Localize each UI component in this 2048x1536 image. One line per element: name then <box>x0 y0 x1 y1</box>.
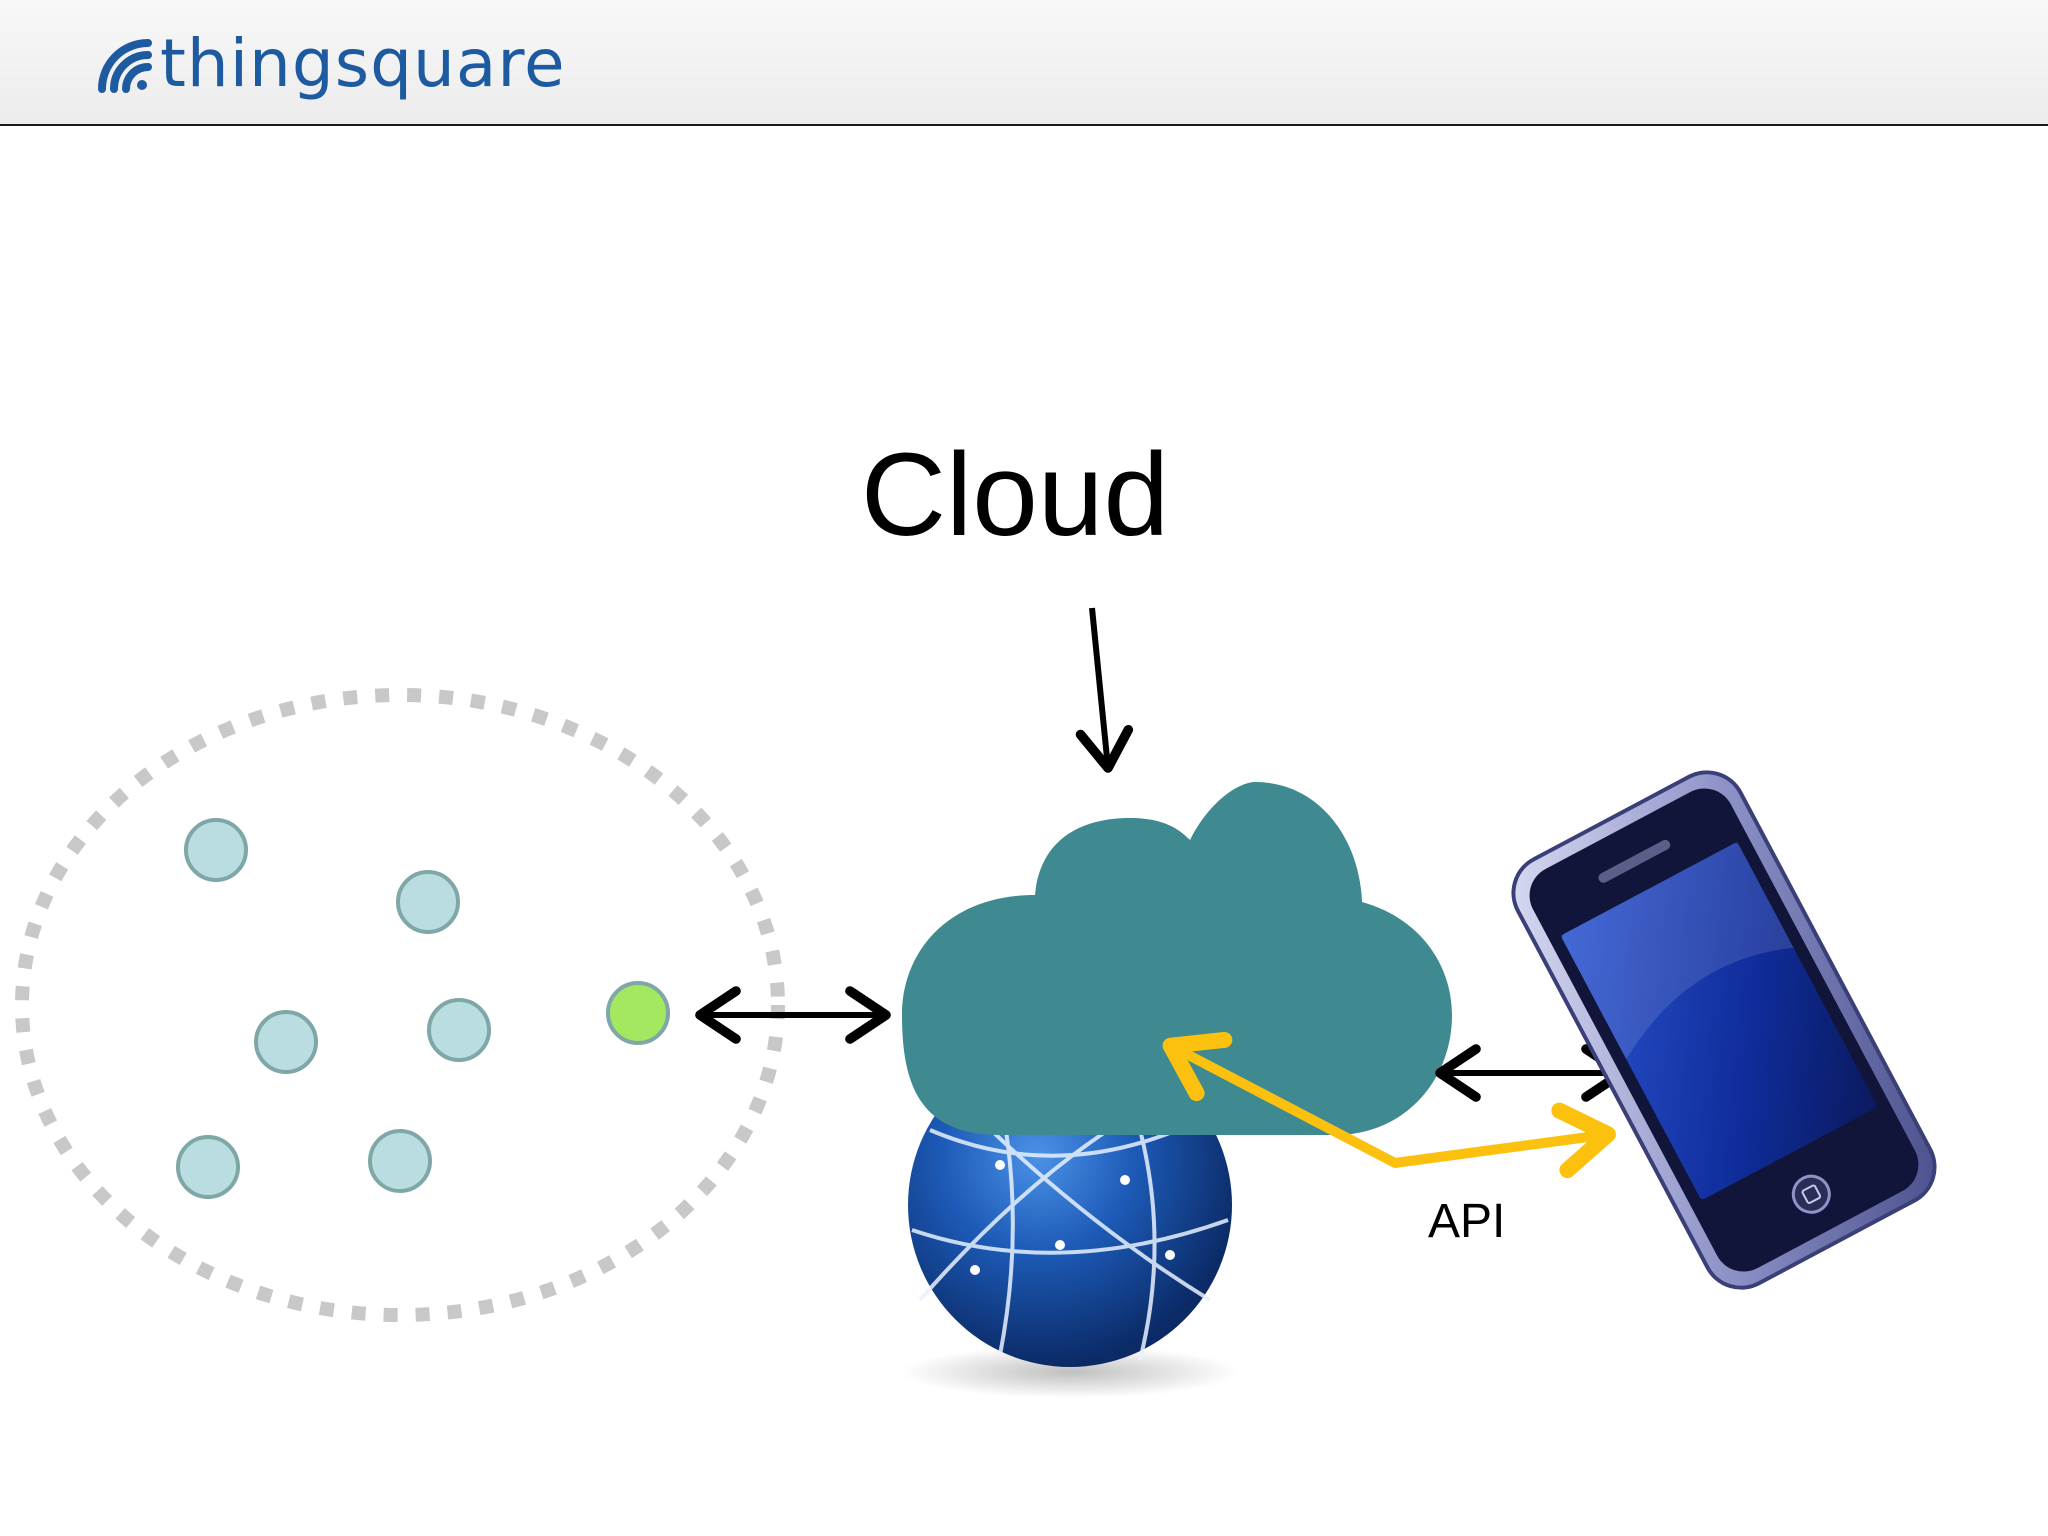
cloud-title: Cloud <box>860 429 1170 561</box>
gateway-node <box>606 981 670 1045</box>
mesh-nodes <box>176 818 670 1199</box>
mesh-node <box>176 1135 240 1199</box>
api-arrow <box>1162 1031 1616 1179</box>
cloud-pointer-arrow <box>1075 607 1134 773</box>
logo-text: thingsquare <box>160 25 566 102</box>
api-label: API <box>1428 1195 1506 1248</box>
mesh-node <box>427 998 491 1062</box>
header-bar: thingsquare <box>0 0 2048 126</box>
mesh-node <box>184 818 248 882</box>
mesh-node <box>254 1010 318 1074</box>
mesh-node <box>368 1129 432 1193</box>
signal-icon <box>98 39 152 93</box>
thingsquare-logo: thingsquare <box>96 22 566 106</box>
cloud-shape <box>902 782 1452 1135</box>
smartphone-icon <box>1511 770 1937 1290</box>
mesh-node <box>396 870 460 934</box>
